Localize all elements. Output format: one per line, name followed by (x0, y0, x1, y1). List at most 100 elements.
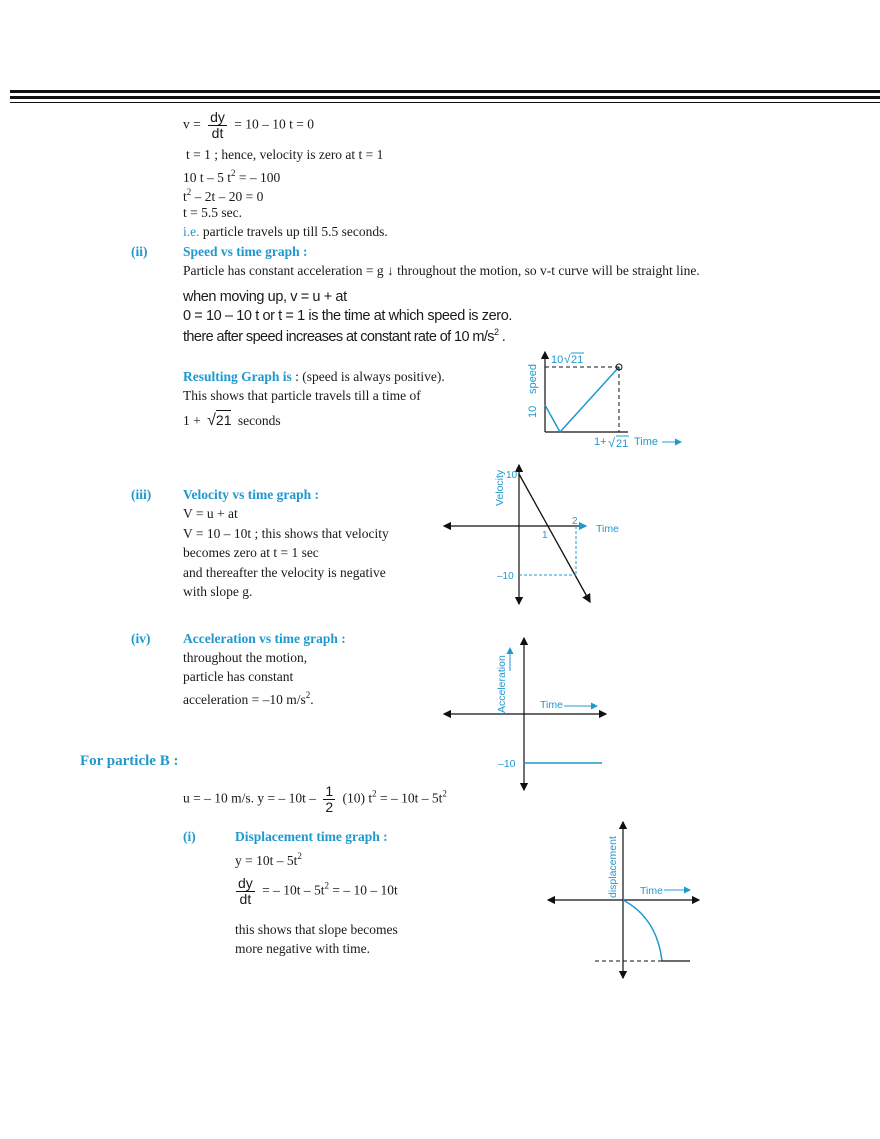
line3a: 10 t – 5 t (183, 170, 232, 185)
eq-b-sup: 2 (372, 788, 377, 799)
speed-time-graph: speed 10 10 √ 21 1+ √ 21 Time (527, 350, 682, 450)
speed-text-1: Particle has constant acceleration = g ↓… (183, 263, 700, 278)
disp-time-label: Time (640, 885, 663, 897)
line-quadratic: t2 – 2t – 20 = 0 (183, 183, 263, 206)
frac-den: dt (211, 125, 224, 141)
eq-a: u = – 10 m/s. y = – 10t – (183, 790, 316, 806)
acc-level-label: –10 (498, 758, 516, 770)
half-num: 1 (323, 783, 336, 800)
disp-frac-den: dt (239, 891, 252, 907)
particle-b-heading: For particle B : (80, 753, 179, 769)
disp-l4: more negative with time. (235, 941, 370, 956)
velocity-section-heading: Velocity vs time graph : (183, 487, 319, 502)
velocity-l5: with slope g. (183, 584, 253, 599)
disp-l3: this shows that slope becomes (235, 922, 398, 937)
header-rule-thin (10, 102, 880, 103)
line4-sup: 2 (186, 187, 192, 197)
deriv-a: = – 10t – 5t (262, 882, 325, 898)
disp-section-heading: Displacement time graph : (235, 829, 388, 844)
speed-end-point (615, 363, 623, 371)
vel-time-label: Time (596, 523, 619, 535)
sqrt-seconds-line: 1 + √21 seconds (183, 410, 281, 430)
vel-y-bottom: –10 (497, 571, 514, 582)
accel-l3a: acceleration = –10 m/s (183, 692, 306, 707)
vel-y-top: 10 (506, 470, 518, 481)
speed-x-label-1plus: 1+ (594, 436, 607, 448)
velocity-l3: becomes zero at t = 1 sec (183, 545, 319, 560)
vel-t1: 1 (542, 530, 548, 541)
accel-l3: acceleration = –10 m/s2. (183, 686, 314, 709)
deriv-sup: 2 (324, 880, 330, 891)
speed-x-sqrt: √ (608, 435, 616, 450)
speed-section-number: (ii) (131, 244, 148, 259)
eq-c-sup: 2 (442, 788, 447, 799)
particle-b-equation: u = – 10 m/s. y = – 10t – 1 2 (10) t2 = … (183, 784, 447, 815)
acc-time-label: Time (540, 699, 563, 711)
line-t-5-5: t = 5.5 sec. (183, 205, 242, 220)
disp-l1: y = 10t – 5t2 (235, 847, 302, 870)
dy-dt-fraction: dy dt (208, 110, 227, 141)
disp-frac-num: dy (236, 875, 255, 892)
frac-num: dy (208, 109, 227, 126)
velocity-l4: and thereafter the velocity is negative (183, 565, 386, 580)
line-ie: i.e. particle travels up till 5.5 second… (183, 222, 388, 241)
speed-line-up (559, 366, 620, 433)
acceleration-time-graph: Acceleration Time –10 (442, 636, 608, 792)
acc-ylabel: Acceleration (496, 655, 508, 713)
speed-sans-3: there after speed increases at constant … (183, 327, 506, 345)
speed-sans-1: when moving up, v = u + at (183, 289, 347, 305)
disp-section-number: (i) (183, 829, 196, 844)
velocity-time-graph: Velocity 10 –10 1 2 Time (442, 463, 619, 606)
deriv-c: = – 10 – 10t (329, 882, 398, 898)
sans3c: . (498, 329, 506, 345)
velocity-section-number: (iii) (131, 487, 152, 502)
speed-ylabel: speed (527, 364, 539, 394)
resulting-graph-label: Resulting Graph is (183, 369, 292, 384)
accel-l1: throughout the motion, (183, 650, 308, 665)
speed-left-label: 10 (527, 406, 539, 418)
one-plus: 1 + (183, 413, 201, 428)
v-lhs: v = (183, 116, 201, 132)
displacement-time-graph: displacement Time (546, 820, 701, 980)
line-10t-eq: 10 t – 5 t2 = – 100 (183, 164, 280, 187)
line-t-equals-1: t = 1 ; hence, velocity is zero at t = 1 (186, 147, 384, 162)
half-fraction: 1 2 (323, 783, 336, 815)
speed-top-sqrt: √ (564, 352, 571, 366)
speed-line-down (544, 404, 561, 433)
ie-label: i.e. (183, 224, 200, 239)
velocity-l1: V = u + at (183, 506, 238, 521)
sans3a: there after speed increases at constant … (183, 329, 495, 345)
header-rule-thick-2 (10, 96, 880, 99)
resulting-graph-rest: : (speed is always positive). (291, 369, 445, 384)
header-rule-thick-1 (10, 90, 880, 93)
sqrt-sign: √ (207, 412, 216, 429)
accel-section-number: (iv) (131, 631, 151, 646)
disp-l1a: y = 10t – 5t (235, 853, 298, 868)
disp-l1-sup: 2 (297, 851, 302, 861)
speed-top-label-21: 21 (571, 354, 583, 366)
disp-ylabel: displacement (607, 836, 619, 898)
line3c: = – 100 (235, 170, 281, 185)
sqrt-21: √21 (207, 410, 232, 429)
eq-c: = – 10t – 5t (376, 790, 443, 806)
speed-section-heading: Speed vs time graph : (183, 244, 308, 259)
accel-section-heading: Acceleration vs time graph : (183, 631, 346, 646)
eq-b: (10) t (342, 790, 373, 806)
disp-derivative: dy dt = – 10t – 5t2 = – 10 – 10t (232, 876, 398, 907)
speed-x-label-21: 21 (616, 438, 628, 450)
accel-l3c: . (310, 692, 314, 707)
speed-top-label-10: 10 (551, 354, 563, 366)
accel-l2: particle has constant (183, 669, 294, 684)
sqrt-value: 21 (215, 410, 232, 428)
accel-l3-sup: 2 (305, 690, 311, 700)
line4c: – 2t – 20 = 0 (191, 189, 264, 204)
vel-t2: 2 (572, 516, 578, 527)
velocity-l2: V = 10 – 10t ; this shows that velocity (183, 526, 389, 541)
v-rhs: = 10 – 10 t = 0 (234, 116, 315, 132)
resulting-graph-line: Resulting Graph is : (speed is always po… (183, 367, 445, 386)
shows-travel-line: This shows that particle travels till a … (183, 388, 421, 403)
speed-sans-2: 0 = 10 – 10 t or t = 1 is the time at wh… (183, 308, 513, 324)
half-den: 2 (325, 799, 334, 815)
line3-sup: 2 (231, 168, 236, 178)
sans3-sup: 2 (493, 327, 499, 337)
